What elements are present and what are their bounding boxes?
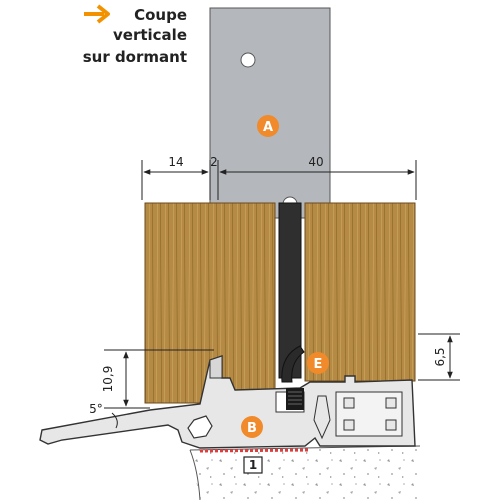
orange-arrow-icon [84, 4, 110, 24]
brush-seal [286, 388, 304, 410]
mounting-plate [209, 7, 331, 219]
dimension-angle: 5° [89, 402, 103, 416]
title-block: Coupe verticale sur dormant [83, 4, 187, 66]
reference-box-1: 1 [243, 456, 263, 474]
screw-hole-icon [240, 52, 256, 68]
angle-indicator: 5° [89, 402, 118, 429]
floor [189, 445, 421, 500]
dimension-height-right: 6,5 [433, 347, 447, 366]
dimension-width-left: 14 [168, 155, 183, 169]
dimension-gap: 2 [210, 155, 218, 169]
badge-e: E [307, 352, 329, 374]
svg-text:B: B [247, 421, 257, 436]
title-line-2: verticale [113, 26, 187, 44]
dimension-width-right: 40 [308, 155, 323, 169]
threshold-profile [39, 355, 416, 449]
badge-a: A [257, 115, 279, 137]
height-dimension-right: 6,5 [418, 333, 460, 381]
lower-gasket [281, 345, 305, 383]
dimension-height-left: 10,9 [101, 366, 115, 393]
svg-text:E: E [314, 357, 323, 372]
profile-screw-icon [187, 415, 213, 439]
title-line-3: sur dormant [83, 48, 187, 66]
svg-text:A: A [263, 120, 273, 135]
width-dimensions: 14 2 40 [141, 155, 417, 200]
red-seal-strip [199, 448, 311, 453]
svg-text:1: 1 [249, 458, 257, 472]
badge-b: B [241, 416, 263, 438]
title-line-1: Coupe [134, 6, 187, 24]
height-dimension-left: 10,9 [101, 349, 214, 409]
